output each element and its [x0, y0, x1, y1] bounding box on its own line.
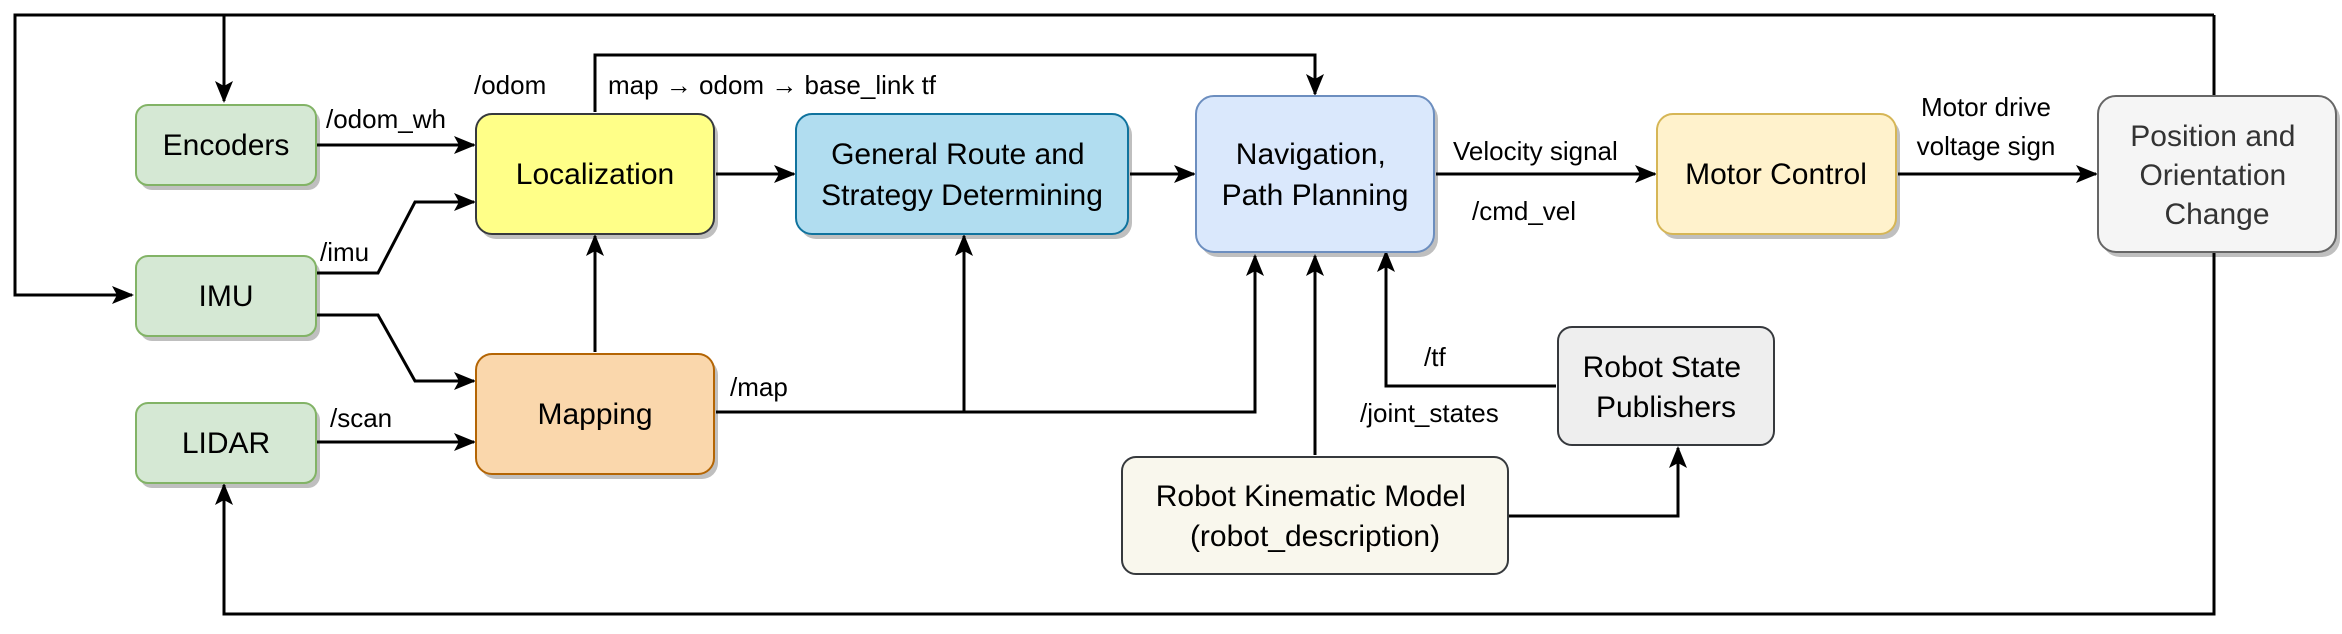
node-encoders: Encoders: [135, 104, 317, 186]
label-scan: /scan: [330, 403, 392, 433]
node-robot-state-publishers: Robot State Publishers: [1557, 326, 1775, 446]
node-navigation-label: Navigation, Path Planning: [1222, 138, 1409, 212]
node-lidar: LIDAR: [135, 402, 317, 484]
node-encoders-label: Encoders: [163, 129, 290, 162]
edge-statepub-navigation: [1377, 250, 1556, 388]
label-voltage-sign: voltage sign: [1917, 131, 2056, 161]
node-state-publishers-label: Robot State Publishers: [1583, 351, 1750, 424]
node-lidar-label: LIDAR: [182, 427, 270, 460]
node-motor-control: Motor Control: [1656, 113, 1897, 235]
edge-imu-mapping: [316, 313, 476, 390]
feedback-loop-top: [13, 13, 2214, 304]
label-imu: /imu: [320, 237, 369, 267]
node-position-label: Position and Orientation Change: [2130, 120, 2303, 231]
edge-localization-navigation-tf: [593, 53, 1324, 112]
label-joint-states: /joint_states: [1360, 398, 1499, 428]
edge-mapping-map: [716, 254, 1264, 414]
label-velocity-signal: Velocity signal: [1453, 136, 1618, 166]
node-localization-label: Localization: [516, 158, 674, 191]
node-kinematic-label: Robot Kinematic Model (robot_description…: [1156, 480, 1475, 553]
feedback-loop-bottom: [215, 15, 2216, 616]
node-route: General Route and Strategy Determining: [795, 113, 1129, 235]
node-mapping-label: Mapping: [537, 398, 652, 431]
nodes: Encoders IMU LIDAR Localization Mapping: [135, 95, 2337, 575]
node-position-orientation: Position and Orientation Change: [2097, 95, 2337, 253]
node-mapping: Mapping: [475, 353, 715, 475]
label-odom-wh: /odom_wh: [326, 104, 446, 134]
edge-imu-localization: [316, 193, 476, 275]
node-imu-label: IMU: [199, 280, 254, 313]
node-robot-kinematic-model: Robot Kinematic Model (robot_description…: [1121, 456, 1509, 575]
node-localization: Localization: [475, 113, 715, 235]
node-imu: IMU: [135, 255, 317, 337]
label-cmd-vel: /cmd_vel: [1472, 196, 1576, 226]
node-motor-control-label: Motor Control: [1685, 158, 1867, 191]
node-route-label: General Route and Strategy Determining: [821, 138, 1103, 212]
node-navigation: Navigation, Path Planning: [1195, 95, 1435, 253]
label-map: /map: [730, 372, 788, 402]
edge-labels: /odom map → odom → base_link tf /odom_wh…: [320, 70, 2055, 433]
label-motor-drive: Motor drive: [1921, 92, 2051, 122]
edge-kinematic-statepub: [1509, 446, 1687, 518]
label-tf-chain: map → odom → base_link tf: [608, 70, 937, 100]
label-tf: /tf: [1424, 342, 1446, 372]
edges: [13, 13, 2216, 616]
label-odom: /odom: [474, 70, 546, 100]
